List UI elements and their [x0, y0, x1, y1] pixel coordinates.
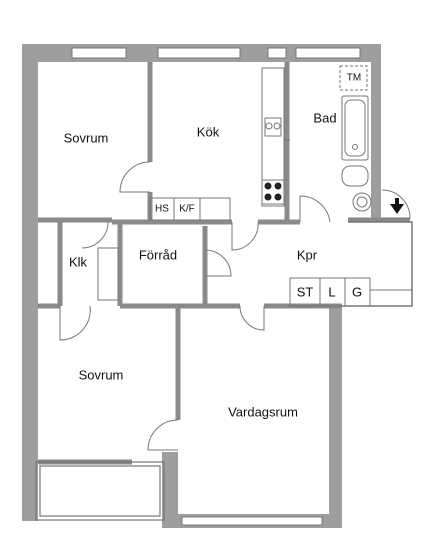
- room-label-klk: Klk: [68, 254, 88, 270]
- fixture-label-l: L: [328, 284, 336, 300]
- interior-walls: [38, 62, 410, 465]
- fixture-label-g: G: [351, 284, 363, 300]
- room-label-forrad: Förråd: [138, 247, 178, 263]
- room-label-sovrum-bottom: Sovrum: [78, 367, 124, 383]
- fixture-label-st: ST: [296, 284, 314, 300]
- fixture-label-hs: HS: [155, 203, 169, 215]
- storage-units: [289, 277, 412, 307]
- fixture-label-tm: TM: [346, 72, 362, 84]
- room-label-kpr: Kpr: [296, 247, 318, 263]
- closet-shelf: [97, 247, 119, 301]
- windows: [71, 47, 361, 526]
- kitchen-cabinets: [149, 197, 231, 221]
- room-label-vardagsrum: Vardagsrum: [228, 404, 298, 420]
- entrance-arrow-icon: [390, 198, 404, 214]
- bath-fixtures: [339, 65, 372, 212]
- doors: [59, 161, 411, 451]
- stove: [261, 179, 285, 205]
- room-label-kok: Kök: [196, 124, 220, 140]
- kitchen-counter: [261, 67, 290, 207]
- fixture-label-kf: K/F: [179, 203, 195, 215]
- room-label-bad: Bad: [313, 110, 337, 126]
- room-label-sovrum-top: Sovrum: [63, 130, 109, 146]
- balcony: [35, 461, 165, 521]
- hall-outline: [342, 220, 413, 307]
